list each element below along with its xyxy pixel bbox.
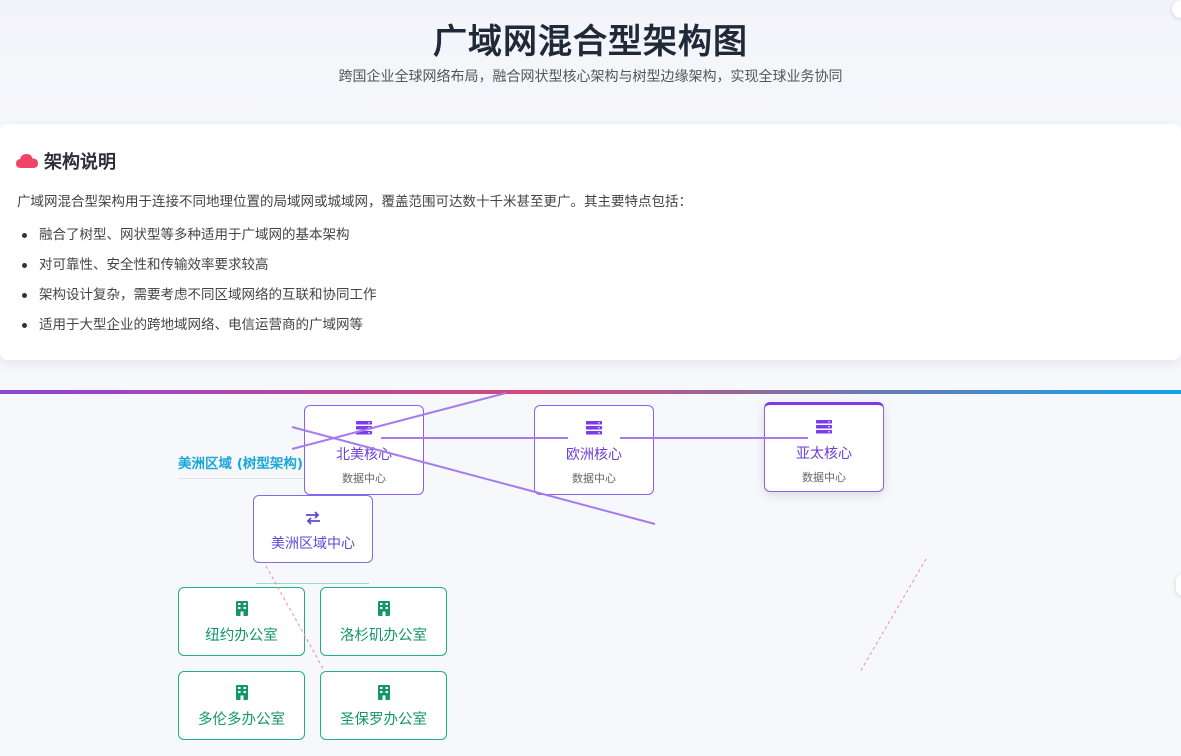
core-node-asia-pacific[interactable]: 亚太核心 数据中心: [764, 402, 884, 492]
building-icon: [179, 601, 304, 620]
office-node-name: 纽约办公室: [205, 628, 278, 644]
core-node-europe[interactable]: 欧洲核心 数据中心: [534, 405, 654, 495]
office-node-name: 圣保罗办公室: [340, 712, 427, 728]
building-icon: [321, 601, 446, 620]
panel-title-text: 架构说明: [44, 152, 116, 173]
hub-divider: [256, 583, 369, 584]
cloud-icon: [16, 154, 38, 168]
tree-link-dashed-far: [859, 558, 927, 673]
office-node-los-angeles[interactable]: 洛杉矶办公室: [320, 587, 447, 656]
page-subtitle: 跨国企业全球网络布局，融合网状型核心架构与树型边缘架构，实现全球业务协同: [338, 69, 843, 85]
feature-item: 适用于大型企业的跨地域网络、电信运营商的广域网等: [17, 314, 377, 344]
regional-hub-node[interactable]: 美洲区域中心: [253, 495, 373, 563]
diagram-top-gradient-bar: [0, 390, 1181, 394]
page-header: 广域网混合型架构图 跨国企业全球网络布局，融合网状型核心架构与树型边缘架构，实现…: [0, 0, 1181, 124]
core-node-name: 欧洲核心: [566, 447, 622, 463]
panel-title: 架构说明: [16, 148, 116, 174]
core-node-subtitle: 数据中心: [342, 472, 386, 485]
feature-item: 架构设计复杂，需要考虑不同区域网络的互联和协同工作: [17, 284, 377, 314]
office-node-sao-paulo[interactable]: 圣保罗办公室: [320, 671, 447, 740]
region-label-divider: [178, 478, 313, 479]
scroll-handle[interactable]: [1172, 0, 1181, 18]
feature-item: 融合了树型、网状型等多种适用于广域网的基本架构: [17, 224, 377, 254]
core-node-name: 亚太核心: [796, 446, 852, 462]
office-node-toronto[interactable]: 多伦多办公室: [178, 671, 305, 740]
core-node-subtitle: 数据中心: [802, 471, 846, 484]
office-node-name: 多伦多办公室: [198, 712, 285, 728]
mesh-link-diagonal-2: [291, 426, 656, 525]
page-title: 广域网混合型架构图: [433, 22, 748, 62]
feature-list: 融合了树型、网状型等多种适用于广域网的基本架构 对可靠性、安全性和传输效率要求较…: [17, 224, 377, 344]
region-label: 美洲区域 (树型架构): [178, 456, 304, 472]
feature-item: 对可靠性、安全性和传输效率要求较高: [17, 254, 377, 284]
mesh-link-diagonal-1: [291, 392, 507, 450]
server-icon: [535, 420, 653, 439]
core-node-subtitle: 数据中心: [572, 472, 616, 485]
architecture-description-panel: 架构说明 广域网混合型架构用于连接不同地理位置的局域网或城域网，覆盖范围可达数十…: [0, 124, 1181, 360]
side-scroll-handle[interactable]: [1176, 574, 1181, 596]
server-icon: [765, 419, 883, 438]
panel-intro: 广域网混合型架构用于连接不同地理位置的局域网或城域网，覆盖范围可达数十千米甚至更…: [17, 194, 692, 210]
building-icon: [179, 685, 304, 704]
tree-link-dashed: [265, 565, 326, 673]
hub-node-name: 美洲区域中心: [271, 536, 355, 552]
office-node-name: 洛杉矶办公室: [340, 628, 427, 644]
office-node-new-york[interactable]: 纽约办公室: [178, 587, 305, 656]
building-icon: [321, 685, 446, 704]
exchange-icon: [254, 510, 372, 529]
